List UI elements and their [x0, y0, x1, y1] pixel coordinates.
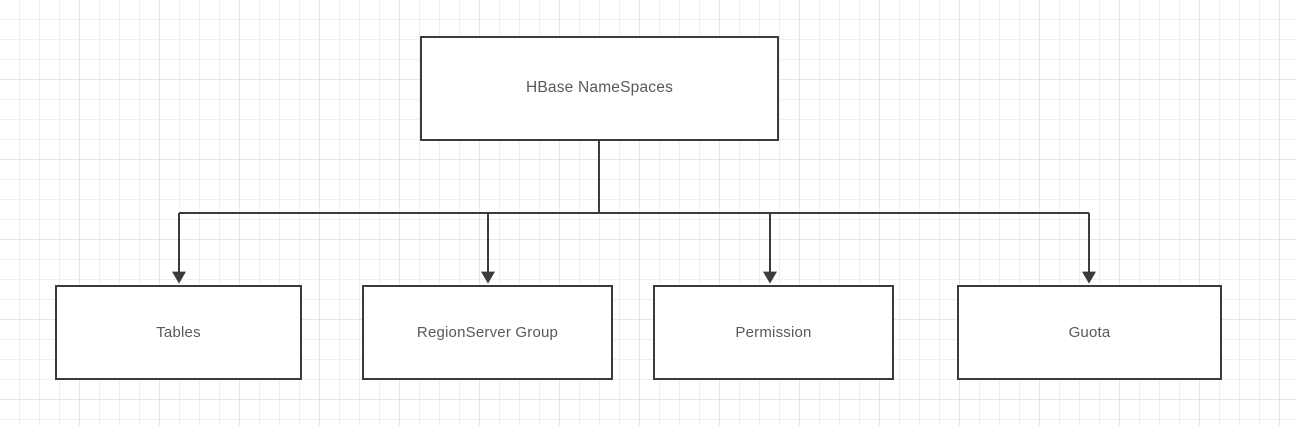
- node-label: HBase NameSpaces: [525, 79, 674, 97]
- node-hbase-namespaces[interactable]: HBase NameSpaces: [420, 36, 779, 141]
- node-regionserver-group[interactable]: RegionServer Group: [362, 285, 613, 380]
- node-label: RegionServer Group: [416, 323, 559, 341]
- node-tables[interactable]: Tables: [55, 285, 302, 380]
- node-permission[interactable]: Permission: [653, 285, 894, 380]
- node-label: Permission: [735, 323, 812, 341]
- node-label: Tables: [156, 323, 201, 341]
- node-label: Guota: [1068, 323, 1111, 341]
- node-guota[interactable]: Guota: [957, 285, 1222, 380]
